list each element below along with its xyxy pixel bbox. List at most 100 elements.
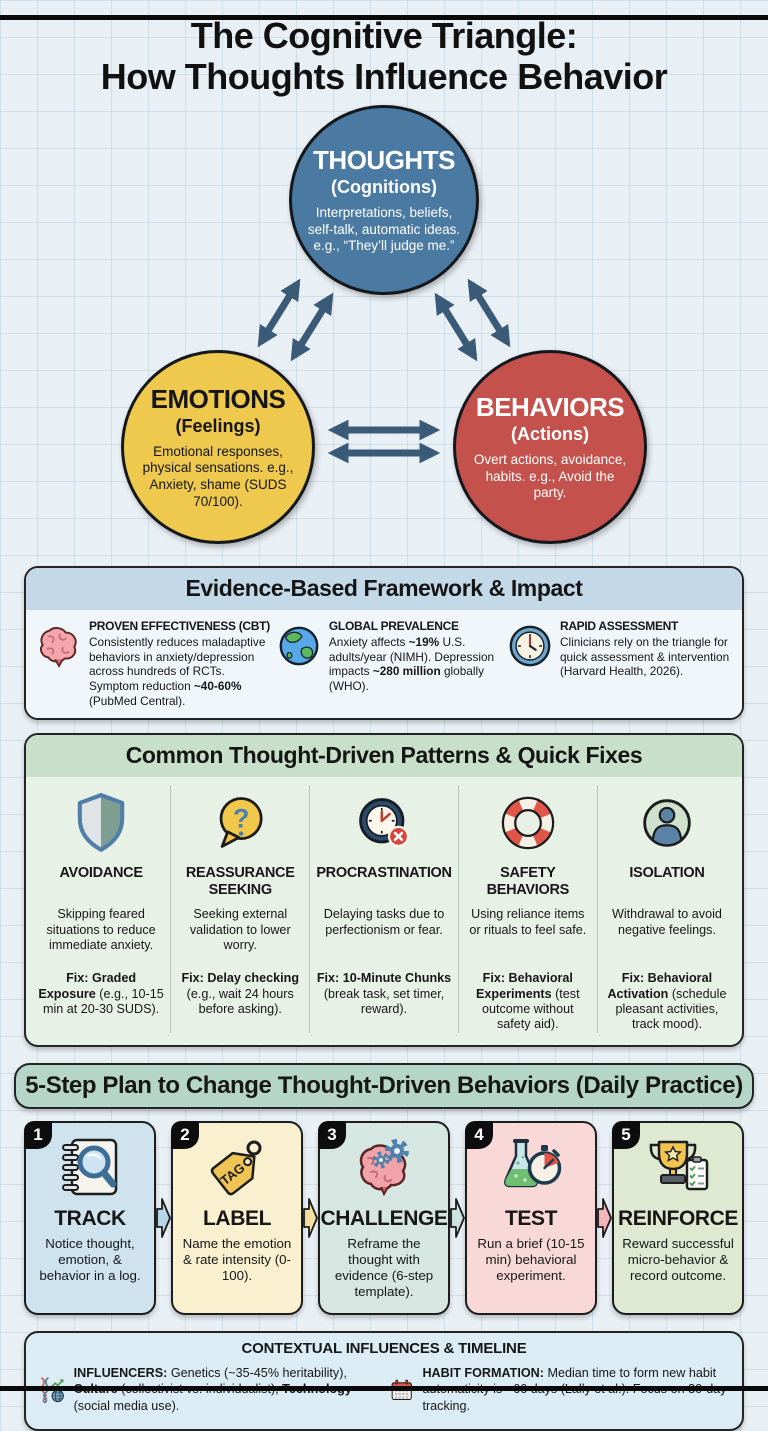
pattern-title: PROCRASTINATION (316, 865, 452, 882)
evidence-text: Anxiety affects (328, 635, 409, 650)
step-number-badge: 4 (465, 1120, 493, 1149)
step-card-test: 4 TEST Run a brief (10-15 min) behaviora… (465, 1120, 597, 1315)
step-title: CHALLENGE (320, 1206, 448, 1230)
pattern-title: SAFETY BEHAVIORS (486, 865, 570, 898)
thoughts-title: THOUGHTS (313, 144, 455, 175)
pattern-reassurance: ? REASSURANCE SEEKING Seeking external v… (170, 785, 309, 1033)
patterns-panel: Common Thought-Driven Patterns & Quick F… (24, 733, 744, 1047)
emotions-node: EMOTIONS (Feelings) Emotional responses,… (121, 350, 315, 545)
behaviors-title: BEHAVIORS (475, 391, 625, 422)
step-card-label: 2 TAG LABEL Name the emotion & rate inte… (171, 1120, 303, 1315)
pattern-desc: Delaying tasks due to perfectionism or f… (323, 907, 445, 937)
step-card-challenge: 3 CHALLENGE Reframe the thought with evi… (318, 1120, 450, 1315)
pattern-safety: SAFETY BEHAVIORS Using reliance items or… (457, 785, 597, 1033)
clock-icon (509, 625, 551, 667)
pattern-desc: Using reliance items or rituals to feel … (469, 907, 587, 937)
evidence-title: Evidence-Based Framework & Impact (26, 568, 742, 611)
emotions-body: Emotional responses, physical sensations… (142, 443, 294, 509)
pattern-title: AVOIDANCE (59, 865, 143, 882)
pattern-desc: Withdrawal to avoid negative feelings. (612, 907, 722, 937)
pattern-desc: Seeking external validation to lower wor… (189, 907, 291, 952)
notebook-magnifier-icon (62, 1138, 118, 1195)
evidence-stat: ~280 million (372, 664, 441, 679)
step-number-badge: 2 (171, 1120, 199, 1149)
step-body: Run a brief (10-15 min) behavioral exper… (477, 1235, 585, 1284)
thoughts-subtitle: (Cognitions) (331, 176, 437, 197)
pattern-fix: Fix: Behavioral Experiments (test outcom… (465, 971, 591, 1032)
evidence-heading: GLOBAL PREVALENCE (328, 619, 459, 634)
pattern-isolation: ISOLATION Withdrawal to avoid negative f… (596, 785, 736, 1033)
evidence-text: Clinicians rely on the triangle for quic… (559, 635, 730, 679)
pattern-title: ISOLATION (629, 865, 705, 882)
evidence-text: U.S. adults/year (NIMH). Depression impa… (328, 635, 495, 679)
habit-formation-label: HABIT FORMATION: (422, 1366, 544, 1381)
step-body: Name the emotion & rate intensity (0-100… (182, 1235, 292, 1284)
patterns-columns: AVOIDANCE Skipping feared situations to … (26, 777, 742, 1044)
evidence-heading: RAPID ASSESSMENT (559, 619, 679, 634)
person-icon (643, 799, 691, 847)
pattern-fix-rest: (break task, set timer, reward). (323, 986, 445, 1016)
pattern-fix-bold: Fix: 10-Minute Chunks (316, 971, 452, 986)
pattern-desc: Skipping feared situations to reduce imm… (46, 907, 156, 952)
step-number-badge: 3 (318, 1120, 346, 1149)
step-arrow-icon (597, 1121, 612, 1315)
behaviors-node: BEHAVIORS (Actions) Overt actions, avoid… (453, 350, 647, 545)
globe-icon (279, 626, 319, 666)
steps-row: 1 TRACK Notice thought, emotion, & behav… (24, 1120, 744, 1315)
pattern-fix: Fix: Behavioral Activation (schedule ple… (604, 971, 730, 1032)
thoughts-body: Interpretations, beliefs, self-talk, aut… (307, 204, 461, 254)
step-arrow-icon (303, 1121, 318, 1315)
pattern-title: REASSURANCE SEEKING (185, 865, 295, 898)
step-title: REINFORCE (617, 1206, 739, 1230)
pattern-fix-bold: Fix: Delay checking (181, 971, 300, 986)
influencers-technology: (social media use). (73, 1398, 180, 1413)
step-card-reinforce: 5 REINFORCE Reward successful micro-beha… (612, 1120, 744, 1315)
bottom-border-bar (0, 1386, 768, 1391)
step-body: Notice thought, emotion, & behavior in a… (39, 1235, 141, 1284)
evidence-item-prevalence: GLOBAL PREVALENCE Anxiety affects ~19% U… (276, 619, 501, 708)
step-arrow-icon (156, 1121, 171, 1315)
evidence-panel: Evidence-Based Framework & Impact PROVEN… (24, 566, 744, 721)
cognitive-triangle-diagram: THOUGHTS (Cognitions) Interpretations, b… (0, 102, 768, 549)
pattern-fix-bold: Fix: Behavioral Experiments (476, 971, 573, 1001)
evidence-stat: ~40-60% (193, 678, 242, 693)
evidence-items: PROVEN EFFECTIVENESS (CBT) Consistently … (26, 610, 742, 719)
evidence-stat: ~19% (408, 635, 440, 650)
plan-header: 5-Step Plan to Change Thought-Driven Beh… (14, 1062, 754, 1109)
context-panel: CONTEXTUAL INFLUENCES & TIMELINE INFLUEN… (24, 1330, 744, 1431)
svg-text:?: ? (233, 804, 249, 834)
pattern-fix: Fix: 10-Minute Chunks (break task, set t… (316, 971, 451, 1017)
tag-icon: TAG (210, 1140, 262, 1196)
evidence-body: Clinicians rely on the triangle for quic… (560, 635, 732, 679)
step-arrow-icon (450, 1121, 465, 1315)
pattern-fix-rest: (e.g., wait 24 hours before asking). (186, 986, 294, 1016)
shield-icon (77, 793, 125, 852)
step-body: Reward successful micro-behavior & recor… (622, 1235, 734, 1284)
emotions-subtitle: (Feelings) (175, 415, 261, 436)
evidence-body: Consistently reduces maladaptive behavio… (89, 635, 270, 708)
evidence-item-cbt: PROVEN EFFECTIVENESS (CBT) Consistently … (36, 619, 270, 708)
step-title: LABEL (203, 1206, 271, 1230)
flask-stopwatch-icon (504, 1138, 562, 1187)
title-line1: The Cognitive Triangle: (190, 15, 578, 56)
patterns-title: Common Thought-Driven Patterns & Quick F… (26, 735, 742, 778)
clock-alert-icon (359, 798, 410, 848)
step-title: TRACK (54, 1206, 126, 1230)
step-number-badge: 1 (24, 1120, 52, 1149)
pattern-procrastination: PROCRASTINATION Delaying tasks due to pe… (309, 785, 457, 1033)
evidence-text: globally (WHO). (328, 664, 484, 693)
behaviors-subtitle: (Actions) (511, 423, 589, 444)
evidence-text: Consistently reduces maladaptive behavio… (89, 635, 266, 693)
evidence-item-assessment: RAPID ASSESSMENT Clinicians rely on the … (507, 619, 732, 708)
brain-icon (40, 627, 77, 668)
behaviors-body: Overt actions, avoidance, habits. e.g., … (473, 451, 627, 501)
step-body: Reframe the thought with evidence (6-ste… (334, 1235, 434, 1300)
step-card-track: 1 TRACK Notice thought, emotion, & behav… (24, 1120, 156, 1315)
pattern-fix-bold: Fix: Graded Exposure (38, 971, 137, 1001)
pattern-fix-rest: (e.g., 10-15 min at 20-30 SUDS). (42, 986, 164, 1016)
pattern-fix-rest: (schedule pleasant activities, track moo… (615, 986, 727, 1032)
influencers-genetics: Genetics (~35-45% heritability), (167, 1366, 347, 1381)
lifebuoy-icon (501, 796, 555, 850)
trophy-checklist-icon (649, 1140, 709, 1190)
question-bubble-icon: ? (219, 797, 263, 849)
